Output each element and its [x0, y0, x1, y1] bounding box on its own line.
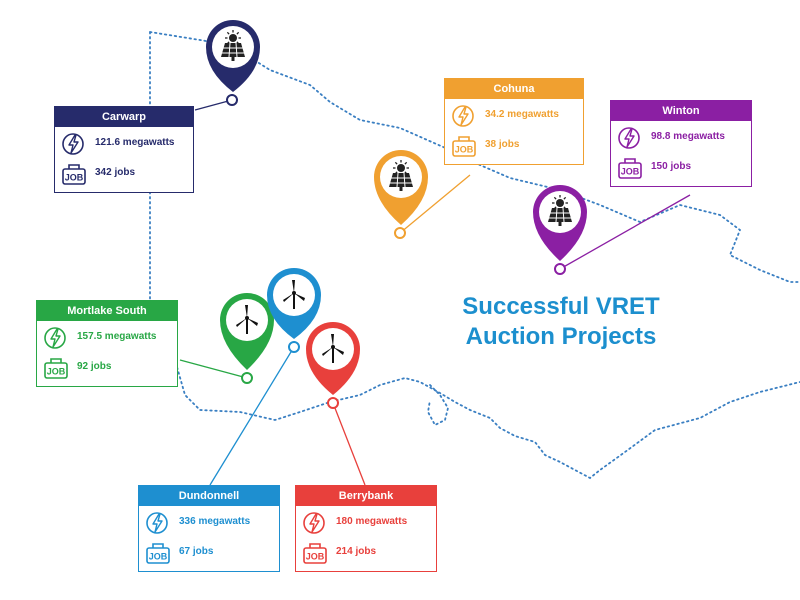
lightning-icon [43, 326, 69, 350]
project-jobs: 67 jobs [179, 546, 214, 557]
svg-text:JOB: JOB [149, 552, 168, 562]
project-power: 34.2 megawatts [485, 109, 559, 120]
coastline [149, 319, 800, 480]
project-card-cohuna: Cohuna 34.2 megawatts JOB 38 jobs [444, 78, 584, 165]
connector-cohuna [399, 174, 471, 234]
job-briefcase-icon: JOB [451, 134, 477, 158]
project-jobs: 342 jobs [95, 167, 136, 178]
project-power: 180 megawatts [336, 516, 408, 527]
project-jobs: 92 jobs [77, 361, 112, 372]
lightning-icon [302, 511, 328, 535]
job-briefcase-icon: JOB [617, 156, 643, 180]
map-pin-carwarp[interactable] [206, 20, 260, 106]
project-name: Dundonnell [139, 486, 279, 506]
wind-turbine-icon [236, 305, 258, 334]
svg-text:JOB: JOB [47, 367, 66, 377]
lightning-icon [145, 511, 171, 535]
project-power: 157.5 megawatts [77, 331, 157, 342]
project-power: 121.6 megawatts [95, 137, 175, 148]
project-name: Cohuna [445, 79, 583, 99]
map-pin-cohuna[interactable] [374, 150, 428, 239]
map-title: Successful VRET Auction Projects [436, 292, 686, 352]
project-card-dundonnell: Dundonnell 336 megawatts JOB 67 jobs [138, 485, 280, 572]
project-power: 98.8 megawatts [651, 131, 725, 142]
connector-mortlake-south [179, 359, 248, 379]
project-jobs: 38 jobs [485, 139, 520, 150]
solar-panel-icon [389, 160, 413, 191]
map-title-line-2: Auction Projects [465, 323, 657, 350]
lightning-icon [61, 132, 87, 156]
svg-text:JOB: JOB [455, 145, 474, 155]
connector-berrybank [332, 402, 366, 486]
port-phillip-bay [427, 384, 449, 427]
map-pin-winton[interactable] [533, 185, 587, 275]
project-power: 336 megawatts [179, 516, 251, 527]
project-card-mortlake-south: Mortlake South 157.5 megawatts JOB 92 jo… [36, 300, 178, 387]
job-briefcase-icon: JOB [145, 541, 171, 565]
wind-turbine-icon [283, 280, 305, 309]
svg-text:JOB: JOB [306, 552, 325, 562]
project-name: Carwarp [55, 107, 193, 127]
project-jobs: 214 jobs [336, 546, 377, 557]
map-pin-mortlake-south[interactable] [220, 293, 274, 384]
connector-winton [559, 194, 691, 270]
project-jobs: 150 jobs [651, 161, 692, 172]
svg-text:JOB: JOB [621, 167, 640, 177]
job-briefcase-icon: JOB [61, 162, 87, 186]
project-card-winton: Winton 98.8 megawatts JOB 150 jobs [610, 100, 752, 187]
map-pin-berrybank[interactable] [306, 322, 360, 409]
project-name: Mortlake South [37, 301, 177, 321]
project-name: Berrybank [296, 486, 436, 506]
svg-text:JOB: JOB [65, 173, 84, 183]
solar-panel-icon [548, 195, 572, 226]
wind-turbine-icon [322, 334, 344, 363]
connector-carwarp [194, 99, 233, 111]
lightning-icon [451, 104, 477, 128]
job-briefcase-icon: JOB [43, 356, 69, 380]
connector-dundonnell [209, 346, 295, 486]
project-card-berrybank: Berrybank 180 megawatts JOB 214 jobs [295, 485, 437, 572]
map-pin-dundonnell[interactable] [267, 268, 321, 353]
job-briefcase-icon: JOB [302, 541, 328, 565]
project-card-carwarp: Carwarp 121.6 megawatts JOB 342 jobs [54, 106, 194, 193]
map-title-line-1: Successful VRET [462, 293, 660, 320]
lightning-icon [617, 126, 643, 150]
project-name: Winton [611, 101, 751, 121]
solar-panel-icon [221, 30, 245, 61]
